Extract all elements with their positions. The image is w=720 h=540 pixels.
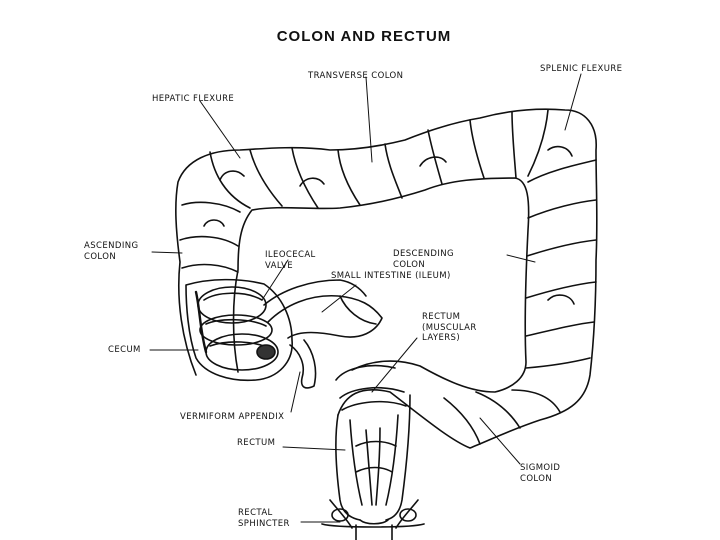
- label-sigmoid-colon-line-1: SIGMOID: [520, 463, 560, 474]
- label-rectum-muscular-line-1: RECTUM: [422, 312, 477, 323]
- label-hepatic-flexure: HEPATIC FLEXURE: [152, 94, 234, 105]
- label-rectal-sphincter-line-1: RECTAL: [238, 508, 290, 519]
- label-descending-colon-line-2: COLON: [393, 260, 454, 271]
- label-ascending-colon-line-1: ASCENDING: [84, 241, 138, 252]
- label-rectum-muscular-line-2: (MUSCULAR: [422, 323, 477, 334]
- appendix-drawing: [290, 340, 316, 388]
- label-ileocecal-valve-line-1: ILEOCECAL: [265, 250, 316, 261]
- diagram-title: COLON AND RECTUM: [4, 28, 720, 45]
- label-rectal-sphincter: RECTAL SPHINCTER: [238, 508, 290, 529]
- label-ileocecal-valve: ILEOCECAL VALVE: [265, 250, 316, 271]
- label-splenic-flexure: SPLENIC FLEXURE: [540, 64, 622, 75]
- label-rectal-sphincter-line-2: SPHINCTER: [238, 519, 290, 530]
- label-transverse-colon: TRANSVERSE COLON: [308, 71, 403, 82]
- label-sigmoid-colon: SIGMOID COLON: [520, 463, 560, 484]
- ileum-drawing: [264, 280, 382, 338]
- label-rectum-muscular-layers: RECTUM (MUSCULAR LAYERS): [422, 312, 477, 344]
- label-ascending-colon: ASCENDING COLON: [84, 241, 138, 262]
- label-vermiform-appendix: VERMIFORM APPENDIX: [180, 412, 284, 423]
- rectal-sphincter-drawing: [322, 500, 424, 540]
- label-small-intestine: SMALL INTESTINE (ILEUM): [331, 271, 451, 282]
- label-descending-colon: DESCENDING COLON: [393, 249, 454, 270]
- label-sigmoid-colon-line-2: COLON: [520, 474, 560, 485]
- label-descending-colon-line-1: DESCENDING: [393, 249, 454, 260]
- label-rectum: RECTUM: [237, 438, 275, 449]
- rectum-drawing: [336, 366, 410, 520]
- label-cecum: CECUM: [108, 345, 141, 356]
- cecum-cutaway: [186, 280, 292, 381]
- label-ileocecal-valve-line-2: VALVE: [265, 261, 316, 272]
- label-rectum-muscular-line-3: LAYERS): [422, 333, 477, 344]
- label-ascending-colon-line-2: COLON: [84, 252, 138, 263]
- leader-lines: [150, 74, 581, 522]
